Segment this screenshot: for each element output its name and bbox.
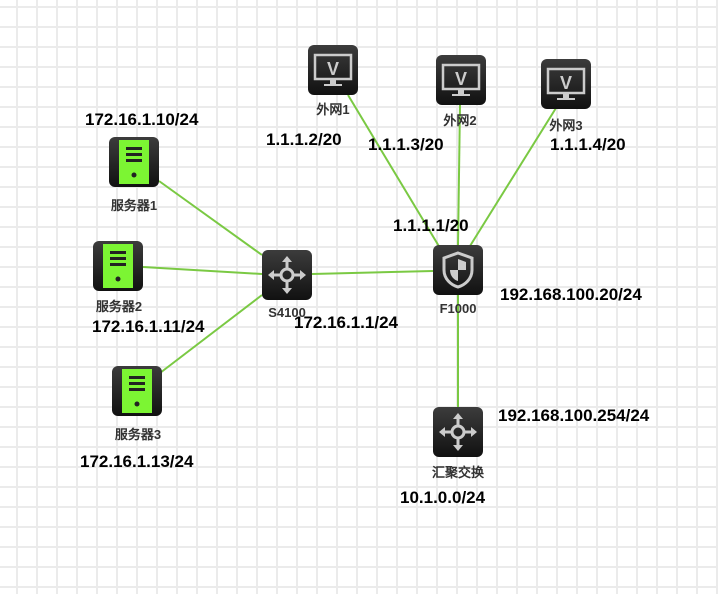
ip-wan1: 1.1.1.2/20	[266, 130, 342, 149]
monitor-icon: V	[441, 63, 481, 96]
agg-switch-node[interactable]	[433, 407, 483, 457]
switch-icon	[268, 256, 306, 294]
ip-agg-uplink: 192.168.100.254/24	[498, 406, 650, 425]
ip-f1000-inside: 192.168.100.20/24	[500, 285, 642, 304]
link-server1-s4100[interactable]	[158, 180, 263, 256]
f1000-label: F1000	[439, 301, 477, 316]
s4100-label: S4100	[268, 305, 306, 320]
monitor-icon: V	[546, 67, 586, 100]
server3-label: 服务器3	[114, 427, 162, 442]
ip-wan3: 1.1.1.4/20	[550, 135, 626, 154]
s4100-node[interactable]	[262, 250, 312, 300]
server-icon	[103, 244, 133, 288]
server1-label: 服务器1	[110, 198, 158, 213]
wan2-label: 外网2	[443, 113, 477, 128]
server-icon	[119, 140, 149, 184]
svg-text:V: V	[327, 59, 339, 79]
link-wan2-f1000[interactable]	[457, 103, 461, 246]
svg-text:V: V	[560, 73, 572, 93]
link-server2-s4100[interactable]	[142, 266, 263, 275]
svg-text:V: V	[455, 69, 467, 89]
server-icon	[122, 369, 152, 413]
agg-switch-label: 汇聚交换	[431, 465, 485, 480]
server3-node[interactable]	[112, 366, 162, 416]
server1-node[interactable]	[109, 137, 159, 187]
wan2-node[interactable]: V	[436, 55, 486, 105]
ip-server1: 172.16.1.10/24	[85, 110, 199, 129]
wan3-label: 外网3	[549, 118, 583, 133]
firewall-icon	[442, 251, 474, 289]
ip-s4100: 172.16.1.1/24	[294, 313, 398, 332]
link-wan3-f1000[interactable]	[469, 107, 557, 247]
switch-icon	[439, 413, 477, 451]
link-server3-s4100[interactable]	[159, 294, 263, 374]
wan3-node[interactable]: V	[541, 59, 591, 109]
link-s4100-f1000[interactable]	[311, 270, 434, 275]
ip-server3: 172.16.1.13/24	[80, 452, 194, 471]
wan1-label: 外网1	[316, 102, 350, 117]
wan1-node[interactable]: V	[308, 45, 358, 95]
ip-f1000-outside: 1.1.1.1/20	[393, 216, 469, 235]
server2-label: 服务器2	[95, 299, 143, 314]
f1000-node[interactable]	[433, 245, 483, 295]
ip-agg-downlink: 10.1.0.0/24	[400, 488, 486, 507]
ip-wan2: 1.1.1.3/20	[368, 135, 444, 154]
server2-node[interactable]	[93, 241, 143, 291]
link-wan1-f1000[interactable]	[347, 94, 441, 249]
ip-server2: 172.16.1.11/24	[92, 317, 205, 336]
monitor-icon: V	[313, 53, 353, 86]
